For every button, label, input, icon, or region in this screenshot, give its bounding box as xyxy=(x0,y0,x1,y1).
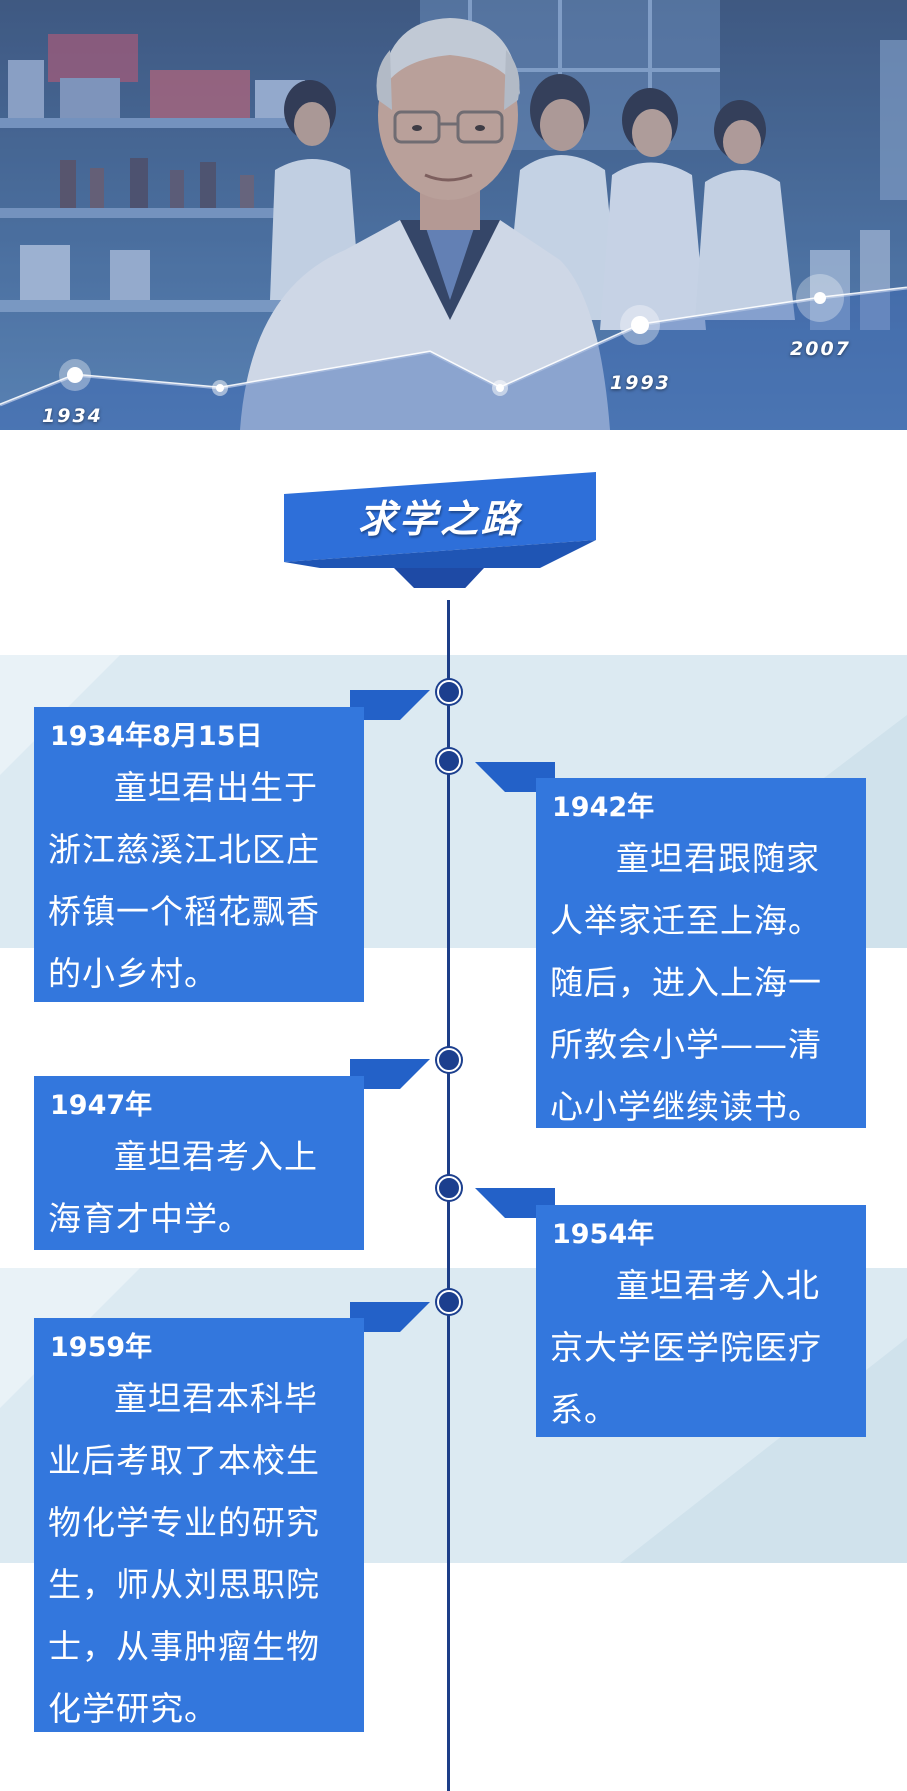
year-label-2007: 2007 xyxy=(790,338,851,360)
year-label-1934: 1934 xyxy=(42,405,103,427)
event-date: 1942年 xyxy=(552,792,655,823)
event-date: 1954年 xyxy=(552,1219,655,1250)
timeline-dot xyxy=(437,680,461,704)
card-pointer-flag xyxy=(350,690,430,720)
timeline-dot xyxy=(437,1290,461,1314)
card-pointer-flag xyxy=(350,1059,430,1089)
event-text: 童坦君考入北京大学医学院医疗系。 xyxy=(550,1266,822,1429)
event-date: 1934年8月15日 xyxy=(50,721,263,752)
event-text: 童坦君跟随家人举家迁至上海。随后，进入上海一所教会小学——清心小学继续读书。 xyxy=(550,839,822,1126)
card-pointer-flag xyxy=(475,762,555,792)
event-text: 童坦君考入上海育才中学。 xyxy=(48,1137,318,1238)
timeline-card-1942: 1942年 童坦君跟随家人举家迁至上海。随后，进入上海一所教会小学——清心小学继… xyxy=(536,778,866,1128)
event-text: 童坦君出生于浙江慈溪江北区庄桥镇一个稻花飘香的小乡村。 xyxy=(48,768,320,993)
year-label-1993: 1993 xyxy=(610,372,671,394)
header-photo: 1934 1993 2007 xyxy=(0,0,907,430)
timeline-card-1947: 1947年 童坦君考入上海育才中学。 xyxy=(34,1076,364,1250)
event-text: 童坦君本科毕业后考取了本校生物化学专业的研究生，师从刘思职院士，从事肿瘤生物化学… xyxy=(48,1379,320,1728)
timeline-dot xyxy=(437,1048,461,1072)
timeline-dot xyxy=(437,749,461,773)
lab-photo-illustration xyxy=(0,0,907,430)
section-title: 求学之路 xyxy=(357,497,522,541)
timeline-card-1959: 1959年 童坦君本科毕业后考取了本校生物化学专业的研究生，师从刘思职院士，从事… xyxy=(34,1318,364,1732)
section-title-banner: 求学之路 xyxy=(284,468,596,588)
event-date: 1947年 xyxy=(50,1090,153,1121)
ribbon-shape xyxy=(284,472,596,588)
timeline-card-1934: 1934年8月15日 童坦君出生于浙江慈溪江北区庄桥镇一个稻花飘香的小乡村。 xyxy=(34,707,364,1002)
card-pointer-flag xyxy=(350,1302,430,1332)
timeline-dot xyxy=(437,1176,461,1200)
event-date: 1959年 xyxy=(50,1332,153,1363)
timeline-card-1954: 1954年 童坦君考入北京大学医学院医疗系。 xyxy=(536,1205,866,1437)
card-pointer-flag xyxy=(475,1188,555,1218)
